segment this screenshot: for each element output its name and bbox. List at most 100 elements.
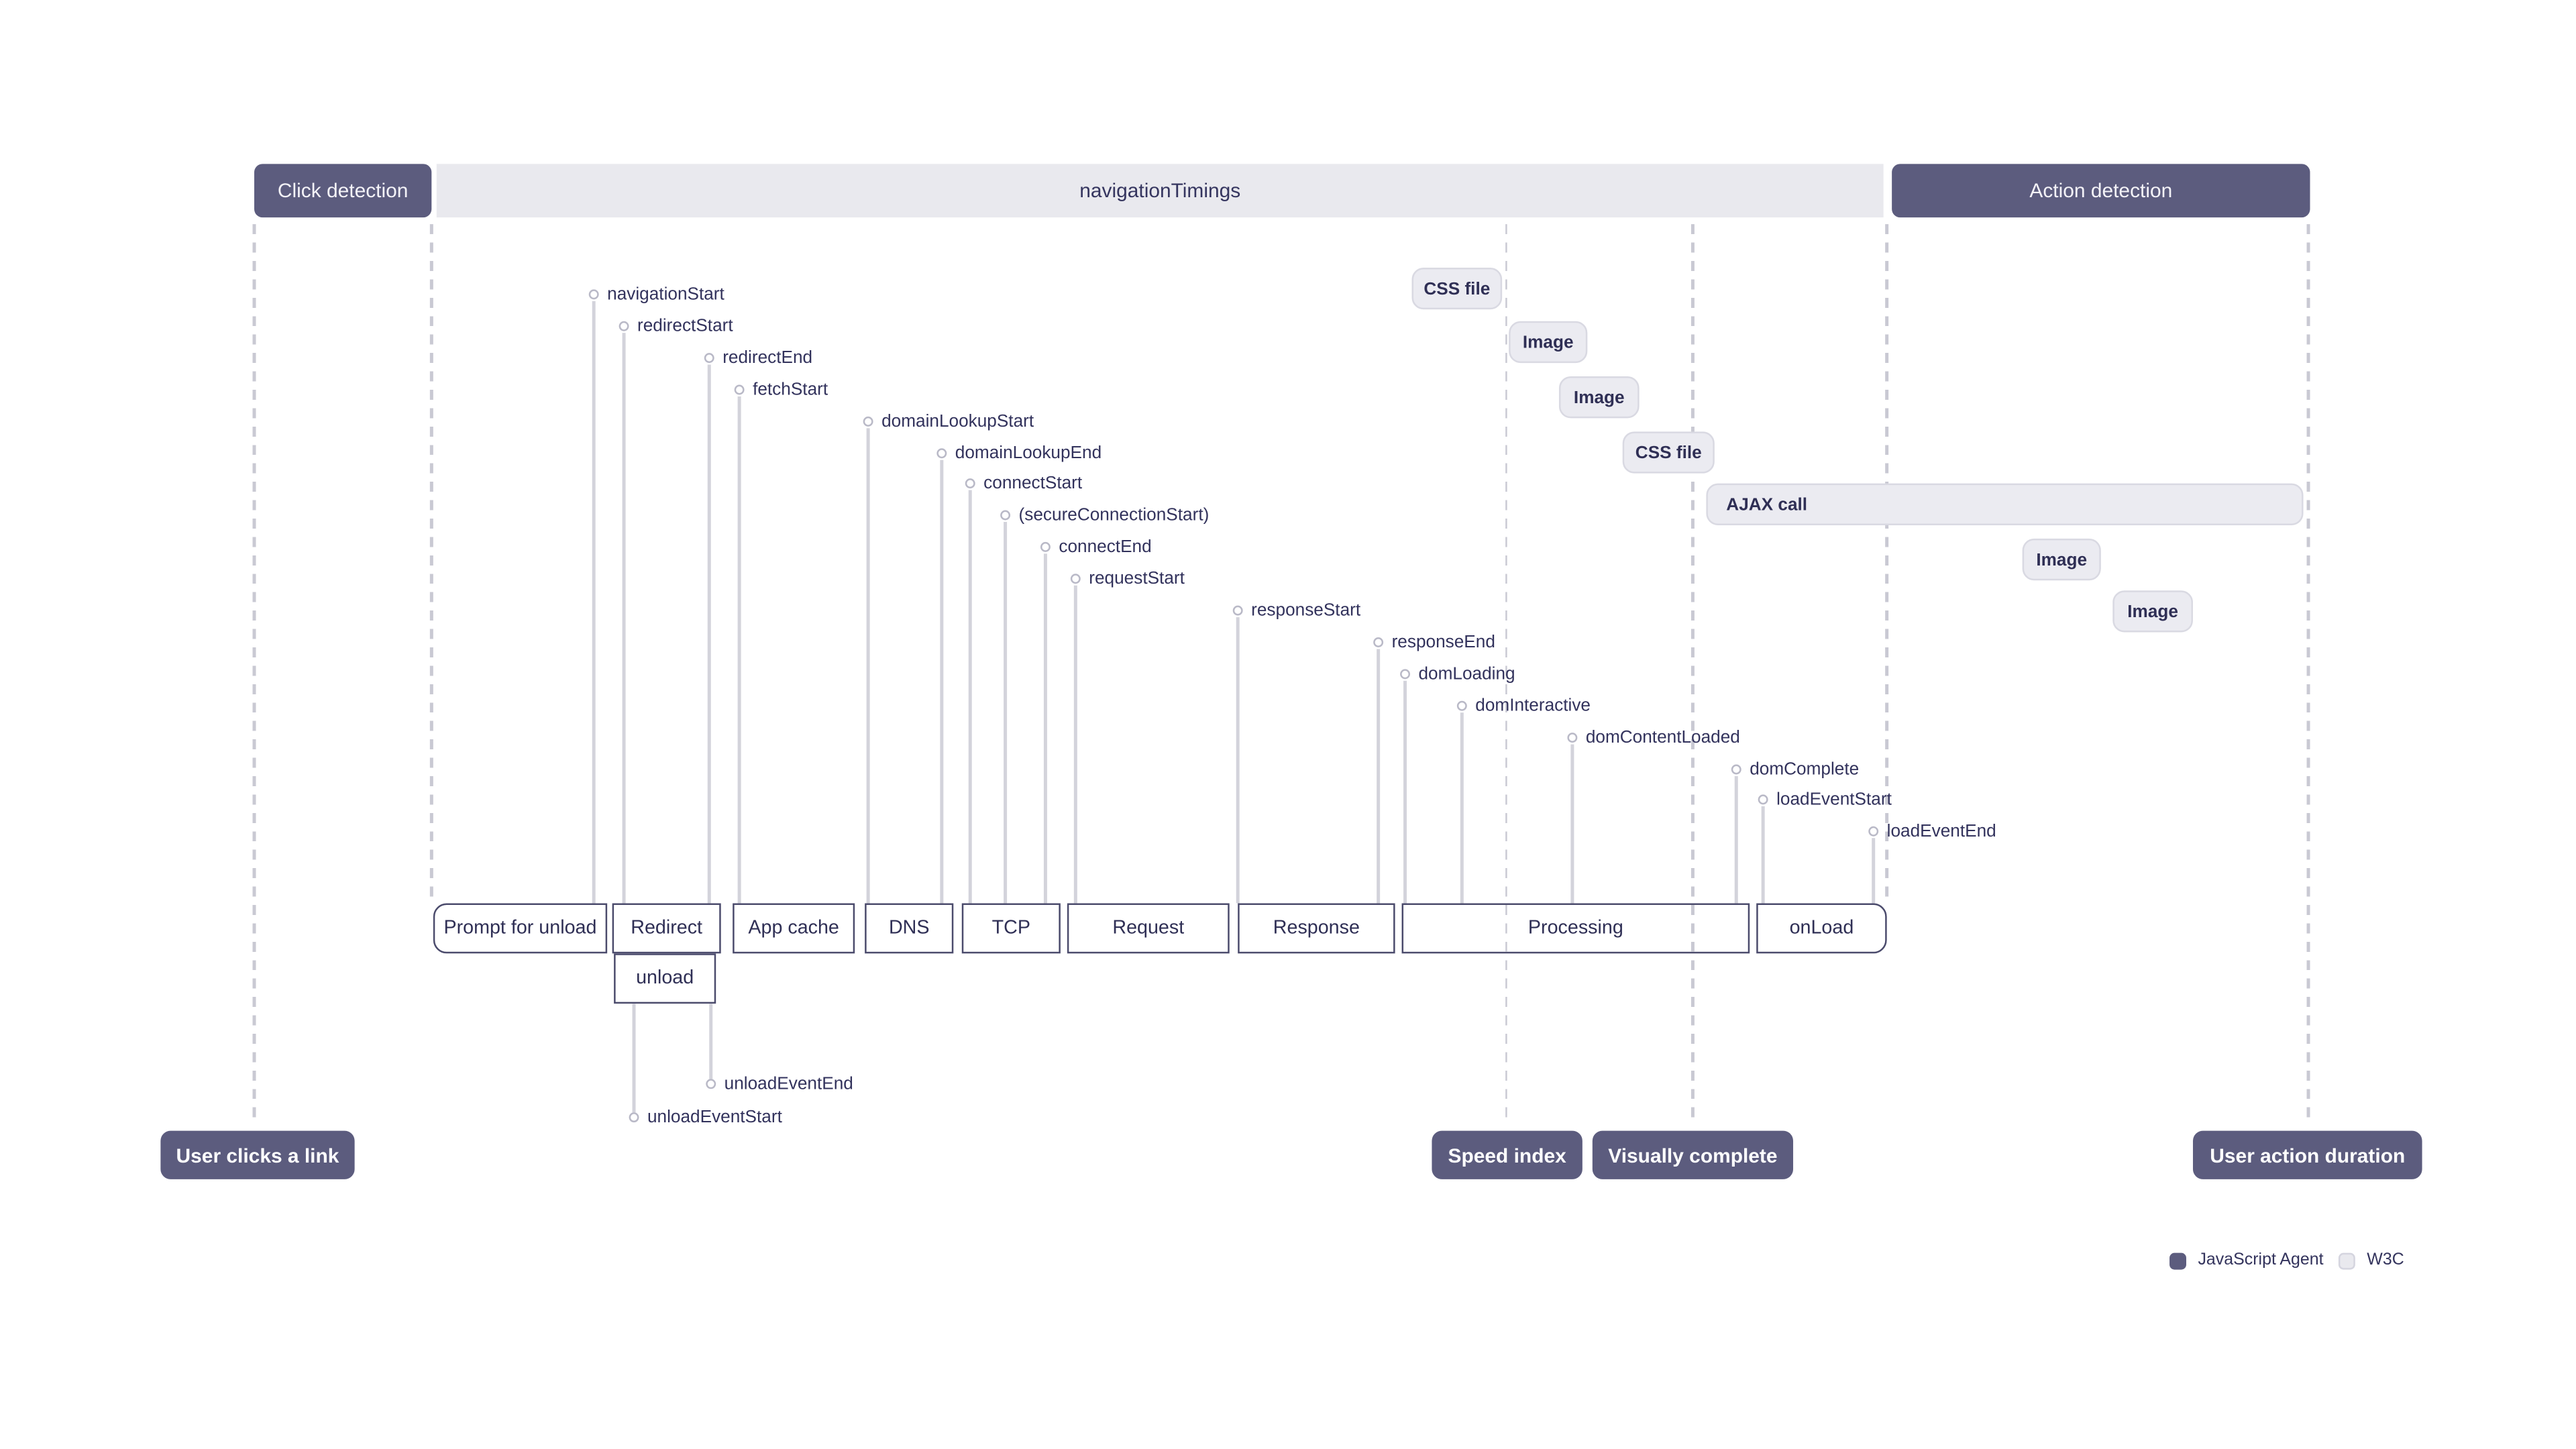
marker-line	[1236, 616, 1239, 904]
event-label: redirectEnd	[722, 347, 813, 368]
user-action-duration-button: User action duration	[2192, 1130, 2422, 1179]
guide-line-user-click	[253, 224, 256, 1118]
action-detection-label: Action detection	[2029, 178, 2173, 203]
phase-label: Processing	[1527, 918, 1623, 938]
event-label: (secureConnectionStart)	[1018, 505, 1210, 525]
resource-image-4: Image	[2112, 590, 2193, 633]
phase-processing: Processing	[1401, 903, 1750, 954]
marker-line	[1762, 805, 1764, 904]
guide-line-onload-end	[1886, 224, 1888, 904]
navigation-timings-bar: navigationTimings	[436, 164, 1884, 218]
marker-line	[867, 427, 869, 904]
annotation-label: Speed index	[1448, 1143, 1566, 1167]
event-label: fetchStart	[753, 380, 828, 400]
marker-line	[1044, 553, 1046, 904]
phase-label: App cache	[748, 918, 839, 938]
unload-end-line	[710, 1004, 712, 1079]
marker-circle-icon	[704, 353, 714, 364]
marker-circle-icon	[619, 321, 629, 331]
phase-label: Prompt for unload	[443, 918, 597, 938]
visually-complete-button: Visually complete	[1592, 1130, 1794, 1179]
event-label: responseStart	[1251, 600, 1361, 621]
event-label: navigationStart	[607, 284, 724, 305]
event-label: loadEventStart	[1776, 789, 1892, 810]
marker-line	[1074, 584, 1077, 904]
marker-line	[1571, 743, 1574, 904]
legend-swatch-w3c	[2338, 1252, 2355, 1270]
marker-circle-icon	[1070, 574, 1081, 584]
legend-swatch-javascript-agent	[2169, 1252, 2187, 1270]
resource-label: Image	[2127, 601, 2178, 622]
phase-label: Request	[1112, 918, 1185, 938]
resource-label: Image	[2036, 549, 2088, 570]
marker-line	[969, 489, 971, 904]
marker-line	[1735, 775, 1737, 904]
marker-circle-icon	[1040, 541, 1051, 552]
marker-circle-icon	[629, 1112, 639, 1123]
annotation-label: Visually complete	[1608, 1143, 1778, 1167]
phase-redirect: Redirect	[612, 903, 721, 954]
event-label: domComplete	[1750, 759, 1860, 780]
phase-label: DNS	[888, 918, 930, 938]
marker-line	[1004, 521, 1007, 904]
unload-start-line	[633, 1004, 635, 1113]
phase-label: Redirect	[631, 918, 703, 938]
resource-css-file-1: CSS file	[1411, 267, 1503, 310]
marker-circle-icon	[1000, 510, 1011, 521]
click-detection-bar: Click detection	[254, 164, 432, 218]
resource-image-1: Image	[1509, 321, 1588, 364]
annotation-label: User action duration	[2210, 1143, 2406, 1167]
resource-label: CSS file	[1424, 278, 1491, 299]
legend-label-w3c: W3C	[2367, 1251, 2404, 1270]
phase-label: Response	[1273, 918, 1360, 938]
marker-circle-icon	[706, 1079, 716, 1089]
marker-circle-icon	[1373, 637, 1384, 647]
click-detection-label: Click detection	[277, 178, 409, 203]
resource-image-2: Image	[1558, 376, 1640, 419]
event-label: domainLookupEnd	[955, 443, 1102, 464]
resource-label: CSS file	[1635, 442, 1702, 463]
marker-circle-icon	[1400, 669, 1411, 680]
marker-line	[1404, 680, 1407, 904]
marker-circle-icon	[588, 289, 599, 300]
legend-label-javascript-agent: JavaScript Agent	[2198, 1251, 2324, 1270]
event-label: connectStart	[983, 473, 1083, 494]
marker-line	[708, 364, 710, 904]
marker-circle-icon	[734, 384, 745, 395]
guide-line-action-duration	[2307, 224, 2310, 1118]
marker-circle-icon	[1758, 794, 1768, 805]
user-clicks-a-link-button: User clicks a link	[160, 1130, 355, 1179]
event-label: domContentLoaded	[1585, 727, 1740, 748]
resource-label: AJAX call	[1726, 494, 1808, 515]
marker-circle-icon	[936, 448, 947, 459]
event-label: domainLookupStart	[881, 411, 1034, 432]
resource-image-3: Image	[2022, 538, 2101, 581]
event-label: domLoading	[1418, 663, 1515, 684]
navigation-timings-label: navigationTimings	[1079, 178, 1241, 203]
event-label: loadEventEnd	[1886, 821, 1996, 842]
event-label: unloadEventStart	[647, 1107, 782, 1128]
marker-circle-icon	[1456, 700, 1467, 711]
marker-circle-icon	[965, 478, 975, 489]
phase-app-cache: App cache	[733, 903, 855, 954]
speed-index-button: Speed index	[1432, 1130, 1582, 1179]
marker-line	[941, 459, 943, 904]
phase-prompt-for-unload: Prompt for unload	[433, 903, 608, 954]
phase-response: Response	[1238, 903, 1395, 954]
marker-line	[1872, 837, 1875, 904]
resource-ajax-call: AJAX call	[1706, 483, 2304, 525]
marker-line	[592, 300, 595, 904]
phase-onload: onLoad	[1756, 903, 1887, 954]
event-label: requestStart	[1089, 568, 1185, 589]
phase-unload: unload	[614, 953, 716, 1004]
event-label: connectEnd	[1059, 537, 1152, 557]
marker-circle-icon	[1731, 764, 1741, 775]
marker-line	[623, 331, 625, 904]
phase-request: Request	[1067, 903, 1230, 954]
event-label: domInteractive	[1475, 696, 1591, 716]
marker-circle-icon	[1567, 733, 1578, 743]
guide-line-visually-complete	[1691, 224, 1695, 1118]
phase-tcp: TCP	[961, 903, 1061, 954]
resource-label: Image	[1522, 331, 1574, 352]
